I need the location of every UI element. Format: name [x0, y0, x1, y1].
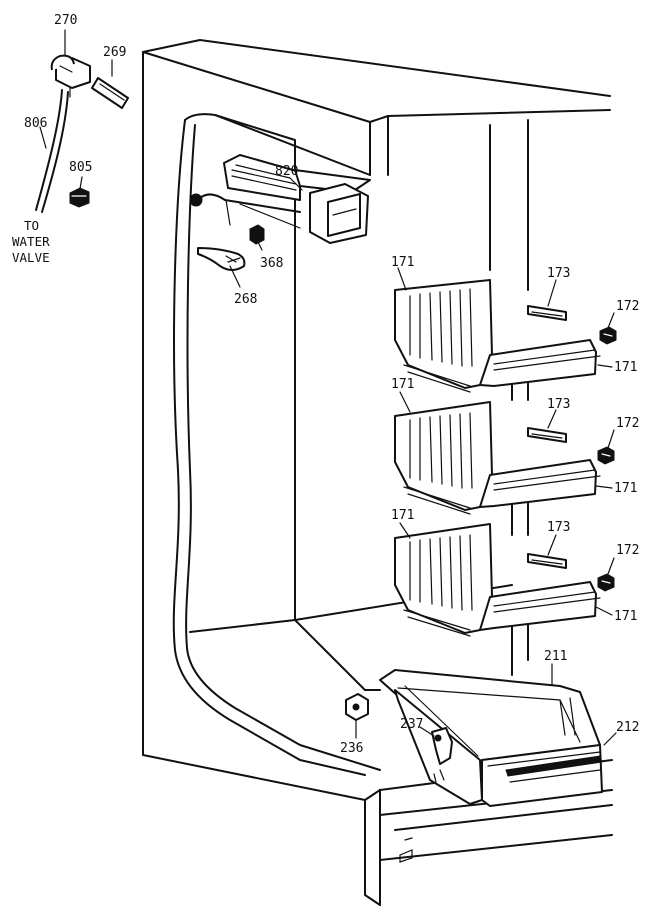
- callout-173: 173: [547, 520, 570, 535]
- shelf-top: [394, 279, 617, 393]
- bottom-bin: [345, 669, 603, 807]
- callout-172: 172: [616, 299, 639, 314]
- callout-237: 237: [400, 717, 423, 732]
- note-line-to: TO: [24, 218, 39, 233]
- callout-805: 805: [69, 160, 92, 175]
- callout-236: 236: [340, 741, 363, 756]
- note-line-water: WATER: [12, 234, 50, 249]
- callout-269: 269: [103, 45, 126, 60]
- callout-172: 172: [616, 416, 639, 431]
- callout-368: 368: [260, 256, 283, 271]
- leader-lines: [39, 29, 617, 746]
- callout-171: 171: [614, 609, 637, 624]
- callout-211: 211: [544, 649, 567, 664]
- shelf-middle: [394, 401, 615, 515]
- callout-268: 268: [234, 292, 257, 307]
- callout-171: 171: [391, 255, 414, 270]
- callout-173: 173: [547, 266, 570, 281]
- callout-171: 171: [614, 360, 637, 375]
- water-line-assembly: [35, 54, 129, 213]
- callout-173: 173: [547, 397, 570, 412]
- water-valve-note: TO WATER VALVE: [12, 218, 50, 265]
- callout-212: 212: [616, 720, 639, 735]
- callout-labels: 270 269 806 805 820 368 268 171 173 172 …: [24, 13, 639, 756]
- note-line-valve: VALVE: [12, 250, 50, 265]
- ice-maker-assembly: [189, 154, 371, 271]
- callout-172: 172: [616, 543, 639, 558]
- callout-171: 171: [391, 508, 414, 523]
- callout-270: 270: [54, 13, 77, 28]
- callout-806: 806: [24, 116, 47, 131]
- callout-171: 171: [391, 377, 414, 392]
- callout-820: 820: [275, 164, 298, 179]
- callout-171: 171: [614, 481, 637, 496]
- shelf-bottom: [394, 523, 615, 637]
